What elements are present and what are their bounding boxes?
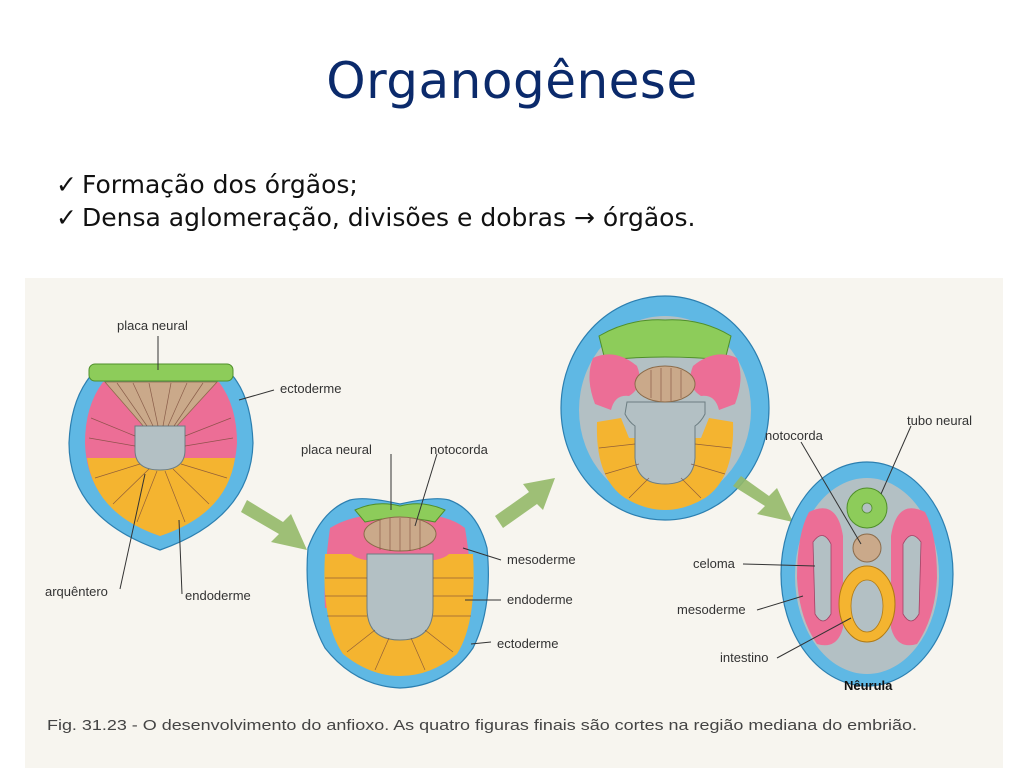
- stage-3-mesoderm-left: [589, 354, 640, 410]
- stage-1-embryo: [68, 363, 254, 551]
- stage-2-leaders: [390, 453, 502, 645]
- stage-1-endoderm: [87, 458, 235, 536]
- stage-3-notochord: [634, 365, 696, 403]
- stage-4-label-tubo-neural: tubo neural: [907, 413, 972, 428]
- stage-4-label-notocorda: notocorda: [765, 428, 824, 443]
- stage-1-label-endoderme: endoderme: [185, 588, 251, 603]
- stage-4-title: Nêurula: [844, 678, 893, 693]
- stage-arrow-3: [733, 476, 793, 522]
- stage-2-label-ectoderme: ectoderme: [497, 636, 558, 651]
- stage-arrow-2: [495, 478, 555, 528]
- stage-2-embryo: [306, 498, 489, 689]
- stage-4-notochord: [852, 533, 882, 563]
- stage-3-embryo: [560, 295, 770, 521]
- stage-4-label-mesoderme: mesoderme: [677, 602, 746, 617]
- stage-2-label-notocorda: notocorda: [430, 442, 489, 457]
- stage-2-label-endoderme: endoderme: [507, 592, 573, 607]
- stage-4-label-celoma: celoma: [693, 556, 736, 571]
- stage-4-leaders: [742, 425, 912, 659]
- stage-1-label-arquentero: arquêntero: [45, 584, 108, 599]
- embryo-development-figure: placa neural ectoderme arquêntero endode…: [25, 278, 1003, 768]
- stage-4-embryo: [780, 461, 954, 687]
- stage-3-neural-tube: [598, 319, 732, 361]
- stage-3-mesoderm-right: [690, 354, 741, 410]
- stage-4-intestine-lumen: [850, 579, 884, 633]
- figure-caption: Fig. 31.23 - O desenvolvimento do anfiox…: [47, 717, 917, 734]
- slide-title: Organogênese: [326, 52, 698, 110]
- check-icon: ✓: [56, 203, 77, 232]
- bullet-text-1: Formação dos órgãos;: [82, 170, 358, 199]
- bullet-text-2: Densa aglomeração, divisões e dobras → ó…: [82, 203, 696, 232]
- stage-4-coelom-right: [902, 535, 922, 622]
- stage-arrow-1: [241, 500, 307, 550]
- stage-1-label-placa-neural: placa neural: [117, 318, 188, 333]
- stage-3-gut-cavity: [624, 401, 706, 485]
- stage-1-label-ectoderme: ectoderme: [280, 381, 341, 396]
- bullet-item-2: ✓Densa aglomeração, divisões e dobras → …: [56, 203, 695, 232]
- check-icon: ✓: [56, 170, 77, 199]
- stage-2-label-mesoderme: mesoderme: [507, 552, 576, 567]
- stage-1-leaders: [119, 336, 275, 595]
- stage-4-coelom-left: [812, 535, 832, 622]
- stage-2-label-placa-neural: placa neural: [301, 442, 372, 457]
- bullet-item-1: ✓Formação dos órgãos;: [56, 170, 358, 199]
- stage-1-neural-plate: [88, 363, 234, 382]
- stage-2-archenteron: [366, 553, 434, 641]
- stage-4-neural-canal: [861, 502, 873, 514]
- stage-4-label-intestino: intestino: [720, 650, 768, 665]
- stage-1-archenteron: [134, 425, 186, 471]
